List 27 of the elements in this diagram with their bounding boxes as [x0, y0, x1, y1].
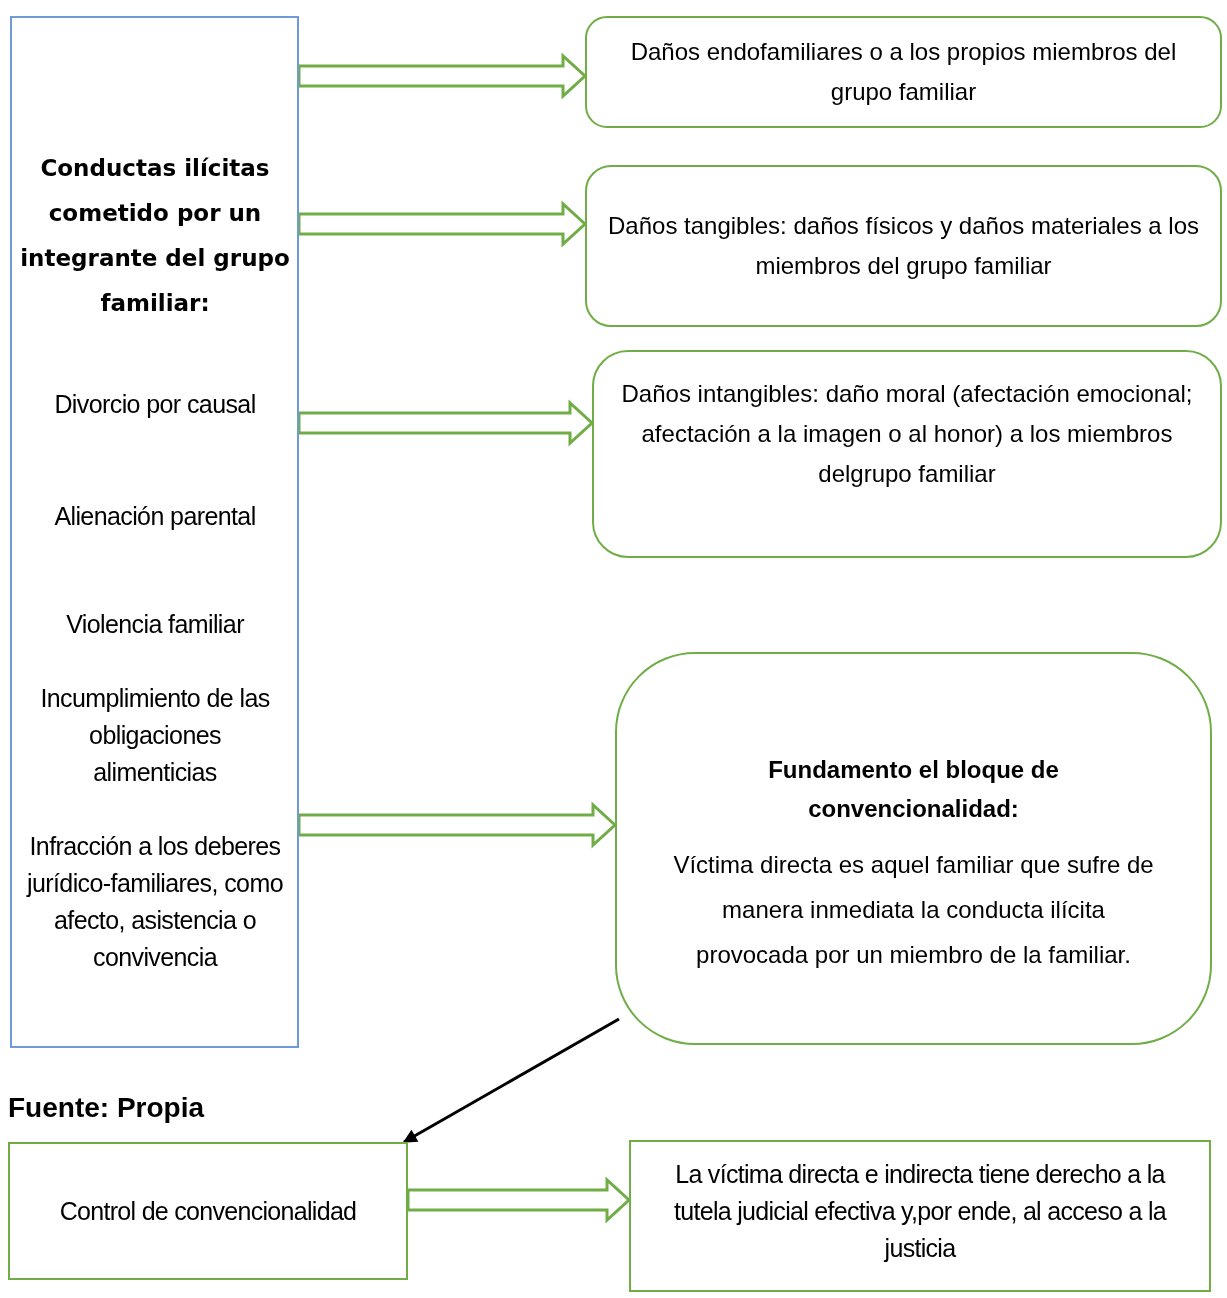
rounded-box: [585, 165, 1222, 327]
block-arrow: [297, 52, 588, 100]
rounded-box: [629, 1140, 1211, 1292]
list-item: Infracción a los deberes jurídico-familiares, como afecto, asistencia o convivencia: [26, 831, 284, 973]
rounded-box: [585, 16, 1222, 128]
box-text: Control de convencionalidad: [58, 1195, 358, 1227]
rounded-box: [8, 1142, 408, 1280]
source-note: Fuente: Propia: [8, 1092, 204, 1124]
box-text: Daños tangibles: daños físicos y daños materiales a los miembros del grupo familiar: [607, 211, 1200, 281]
rounded-box: [592, 350, 1222, 558]
block-arrow: [297, 399, 595, 447]
box-text: Daños endofamiliares o a los propios miembros del grupo familiar: [629, 37, 1178, 107]
block-arrow: [406, 1176, 632, 1224]
list-item: Alienación parental: [53, 501, 257, 532]
block-arrow: [297, 801, 618, 849]
list-item: Divorcio por causal: [53, 389, 257, 420]
heading: Conductas ilícitas cometido por un integrante del grupo familiar:: [19, 154, 291, 318]
rounded-box: [615, 652, 1212, 1045]
arrow: [402, 1017, 620, 1144]
box-text: La víctima directa e indirecta tiene derecho a la tutela judicial efectiva y,por ende, al acceso a la justicia: [673, 1159, 1168, 1264]
box-text: Daños intangibles: daño moral (afectación emocional; afectación a la imagen o al honor) a los miembros delgrupo familiar: [620, 379, 1194, 489]
list-item: Violencia familiar: [65, 609, 246, 640]
block-arrow: [297, 200, 588, 248]
body-text: Víctima directa es aquel familiar que sufre de manera inmediata la conducta ilícita provocada por un miembro de la familiar.: [672, 850, 1155, 970]
list-panel: [10, 16, 299, 1048]
list-item: Incumplimiento de las obligaciones alimenticias: [39, 683, 271, 788]
heading: Fundamento el bloque de convencionalidad:: [767, 755, 1060, 824]
